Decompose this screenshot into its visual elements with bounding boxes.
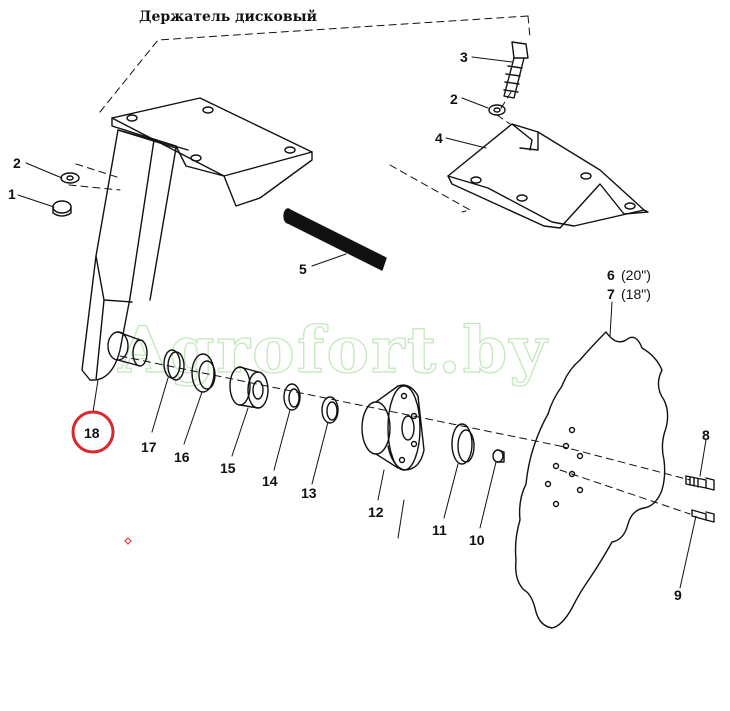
part-6-7-notched-disc — [514, 331, 669, 629]
callout-leader-lines — [17, 56, 707, 589]
diagram-title: Держатель дисковый — [139, 9, 318, 25]
part-17-seal — [163, 349, 185, 381]
part-2-washer-left — [60, 172, 80, 184]
callout-13: 13 — [301, 485, 317, 501]
part-4-clamp-plate — [447, 123, 649, 229]
callout-5: 5 — [299, 261, 307, 277]
assembly-guide-lines — [68, 15, 691, 515]
part-5-threaded-rod — [283, 208, 387, 271]
part-1-nut — [52, 200, 72, 217]
callout-15: 15 — [220, 460, 236, 476]
callout-12: 12 — [368, 504, 384, 520]
part-14-ring — [283, 383, 301, 411]
callout-10: 10 — [469, 532, 485, 548]
part-10-nut — [492, 449, 505, 463]
callout-2-right: 2 — [450, 91, 458, 107]
part-3-bolt — [503, 41, 529, 99]
callout-18: 18 — [84, 425, 100, 441]
callout-8: 8 — [702, 427, 710, 443]
part-15-bearing — [229, 366, 269, 409]
callout-6: 6 — [607, 267, 615, 283]
part-9-bolt — [691, 509, 715, 523]
red-marker-icon — [124, 537, 132, 545]
callout-6-size: (20") — [621, 267, 651, 283]
arm-mounting-bracket — [111, 97, 313, 207]
part-18-disc-holder-arm — [81, 129, 189, 381]
callout-11: 11 — [432, 522, 447, 538]
part-11-seal — [451, 423, 475, 465]
callout-9: 9 — [674, 587, 682, 603]
callout-2-left: 2 — [13, 155, 21, 171]
callout-7: 7 — [607, 286, 615, 302]
callout-14: 14 — [262, 473, 278, 489]
callout-7-size: (18") — [621, 286, 651, 302]
part-12-hub — [361, 384, 425, 471]
callout-16: 16 — [174, 449, 190, 465]
part-13-snap-ring — [321, 396, 339, 424]
callout-18-highlight-circle — [71, 410, 115, 454]
callout-17: 17 — [141, 439, 157, 455]
callout-3: 3 — [460, 49, 468, 65]
callout-4: 4 — [435, 130, 443, 146]
part-8-bolt — [685, 475, 715, 491]
part-2-washer-right — [488, 104, 506, 116]
callout-1: 1 — [8, 186, 16, 202]
part-16-sealing-ring — [191, 353, 216, 393]
watermark-text: Agrofort.by — [117, 313, 549, 388]
